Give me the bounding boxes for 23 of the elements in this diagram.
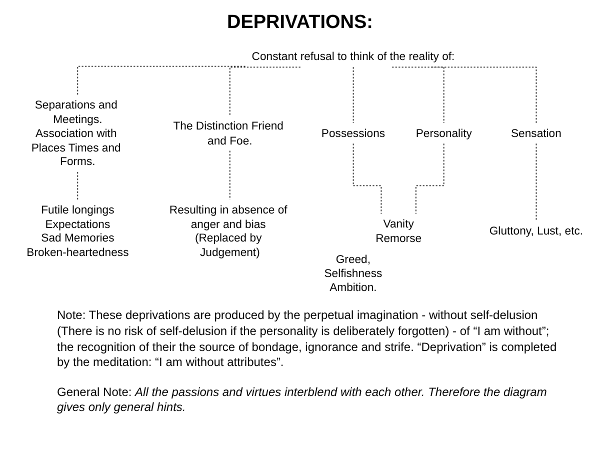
note-text: General Note: All the passions and virtues interblend with each other. Therefore the diagram gives only general hints.: [57, 384, 548, 416]
dashed-line: [230, 66, 301, 116]
node-text: Resulting in absence of anger and bias (Replaced by Judgement): [169, 202, 288, 258]
list-text: Greed, Selfishness Ambition.: [324, 252, 382, 296]
node-text: Gluttony, Lust, etc.: [489, 224, 584, 237]
node-text: Futile longings Expectations Sad Memories Broken-heartedness: [26, 202, 129, 258]
dashed-line: [77, 172, 78, 200]
dashed-line: [352, 66, 354, 124]
node-text: Constant refusal to think of the reality of:: [252, 50, 455, 63]
node-text: Personality: [416, 126, 472, 140]
dashed-line: [431, 66, 537, 124]
note-text: Note: These deprivations are produced by the perpetual imagination - without self-delusion (There is no risk of self-delusion if the personality is deliberately forgotten) - of “I am without”; the recognition of their the source of bondage, ignorance and strife. “Deprivation” is completed by the meditation: “I am without attributes”.: [57, 308, 558, 371]
dashed-line: [77, 66, 246, 96]
node-text: Vanity Remorse: [376, 216, 422, 244]
diagram-title: DEPRIVATIONS:: [226, 12, 374, 33]
dashed-line: [536, 143, 537, 222]
node-text: Possessions: [321, 126, 386, 140]
dashed-line: [416, 143, 444, 214]
dashed-line: [392, 66, 444, 124]
node-text: Sensation: [510, 126, 562, 140]
node-text: The Distinction Friend and Foe.: [173, 119, 284, 146]
node-text: Separations and Meetings. Association with Places Times and Forms.: [31, 98, 121, 168]
dashed-line: [352, 143, 382, 214]
